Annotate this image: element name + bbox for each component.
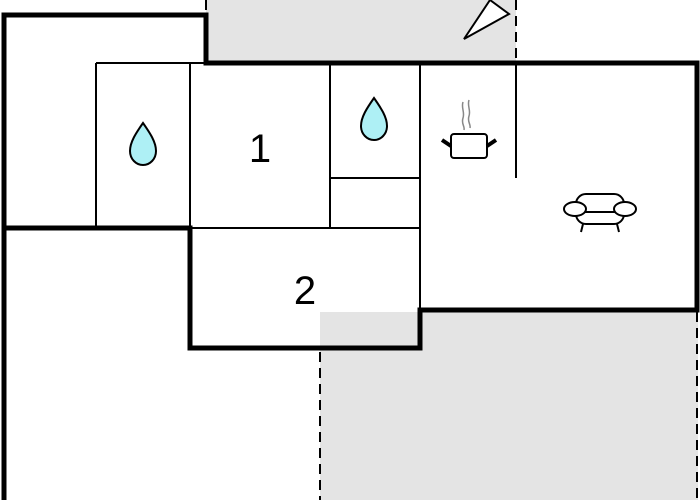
north-arrow-icon — [463, 0, 511, 40]
room-label-2: 2 — [294, 269, 316, 313]
cooking-pot-icon — [440, 99, 498, 159]
terrace-bottom-right — [320, 312, 698, 500]
terrace-top — [206, 0, 516, 63]
sofa-icon — [563, 193, 637, 233]
water-drop-icon — [359, 96, 389, 142]
water-drop-icon — [128, 121, 158, 167]
room-label-1: 1 — [249, 127, 271, 171]
